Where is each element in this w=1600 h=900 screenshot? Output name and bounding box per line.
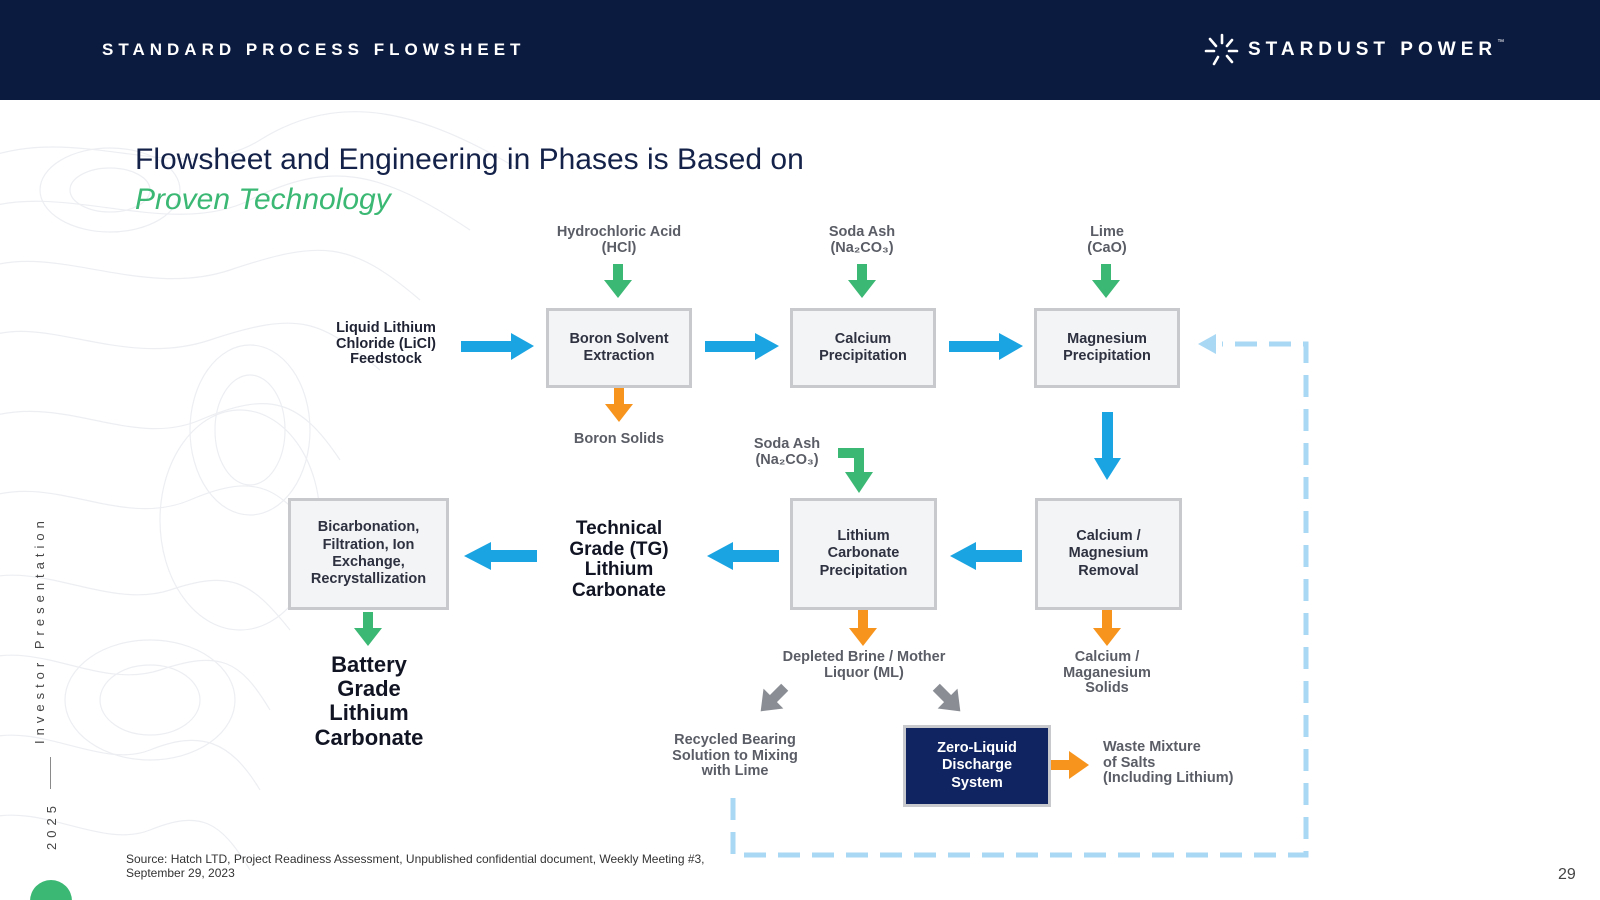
boron-box-label: Boron Solvent Extraction bbox=[569, 330, 669, 364]
green-dot-decoration bbox=[30, 880, 72, 900]
soda-ash-1-name: Soda Ash bbox=[828, 224, 896, 240]
lithium-box-label: Lithium Carbonate Precipitation bbox=[819, 527, 908, 579]
feedstock-label: Liquid Lithium Chloride (LiCl) Feedstock bbox=[336, 320, 436, 368]
waste-salts-label: Waste Mixture of Salts (Including Lithiu… bbox=[1103, 739, 1234, 787]
boron-solvent-extraction-box: Boron Solvent Extraction bbox=[546, 308, 692, 388]
soda-ash-2-formula: (Na₂CO₃) bbox=[755, 451, 819, 468]
trademark: ™ bbox=[1497, 38, 1505, 46]
starburst-icon bbox=[1204, 33, 1239, 66]
brand-logo[interactable]: STARDUST POWER ™ bbox=[1202, 32, 1504, 68]
soda-ash-2-label: Soda Ash (Na₂CO₃) bbox=[728, 436, 846, 468]
battery-grade-label: Battery Grade Lithium Carbonate bbox=[314, 652, 424, 750]
year-label: 2025 bbox=[44, 801, 59, 850]
topographic-background bbox=[0, 111, 521, 871]
calcium-magnesium-removal-box: Calcium / Magnesium Removal bbox=[1035, 498, 1182, 610]
boron-solids-label: Boron Solids bbox=[573, 431, 665, 447]
lithium-carbonate-precipitation-box: Lithium Carbonate Precipitation bbox=[790, 498, 937, 610]
camg-box-label: Calcium / Magnesium Removal bbox=[1068, 527, 1149, 579]
bicarb-box-label: Bicarbonation, Filtration, Ion Exchange,… bbox=[310, 519, 427, 588]
calcium-box-label: Calcium Precipitation bbox=[819, 330, 907, 364]
soda-ash-1-formula: (Na₂CO₃) bbox=[830, 239, 894, 256]
slide-title: Flowsheet and Engineering in Phases is B… bbox=[135, 143, 804, 176]
soda-ash-2-name: Soda Ash bbox=[753, 436, 821, 452]
header-bar: STANDARD PROCESS FLOWSHEET STARDUST POWE… bbox=[0, 0, 1600, 100]
magnesium-precipitation-box: Magnesium Precipitation bbox=[1034, 308, 1180, 388]
slide-subtitle: Proven Technology bbox=[135, 183, 391, 216]
page-number: 29 bbox=[1558, 866, 1576, 883]
section-title: STANDARD PROCESS FLOWSHEET bbox=[102, 40, 526, 59]
lime-label: Lime (CaO) bbox=[1087, 224, 1127, 256]
depleted-brine-label: Depleted Brine / Mother Liquor (ML) bbox=[782, 649, 946, 681]
sidebar-divider bbox=[50, 757, 51, 789]
vertical-section-label: Investor Presentation bbox=[32, 516, 47, 744]
magnesium-box-label: Magnesium Precipitation bbox=[1063, 330, 1151, 364]
soda-ash-1-label: Soda Ash (Na₂CO₃) bbox=[800, 224, 924, 256]
zld-box-label: Zero-Liquid Discharge System bbox=[937, 739, 1017, 791]
source-note: Source: Hatch LTD, Project Readiness Ass… bbox=[126, 852, 705, 881]
recycled-solution-label: Recycled Bearing Solution to Mixing with… bbox=[672, 732, 798, 780]
tg-lithium-carbonate-label: Technical Grade (TG) Lithium Carbonate bbox=[569, 518, 669, 601]
calcium-precipitation-box: Calcium Precipitation bbox=[790, 308, 936, 388]
hcl-label: Hydrochloric Acid (HCl) bbox=[556, 224, 682, 256]
brand-name: STARDUST POWER bbox=[1248, 39, 1498, 60]
zero-liquid-discharge-box: Zero-Liquid Discharge System bbox=[903, 725, 1051, 807]
camg-solids-label: Calcium / Maganesium Solids bbox=[1063, 649, 1151, 697]
bicarbonation-box: Bicarbonation, Filtration, Ion Exchange,… bbox=[288, 498, 449, 610]
